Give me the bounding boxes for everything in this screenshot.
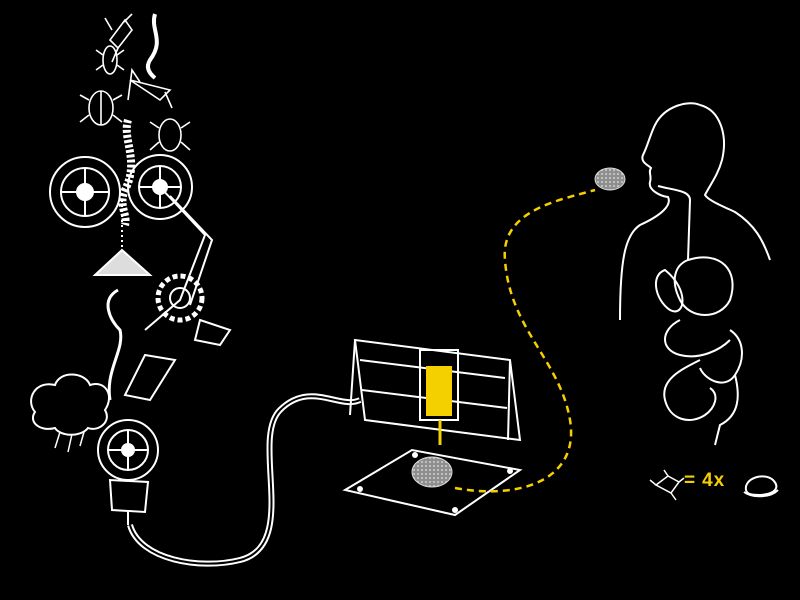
printer-icon bbox=[342, 338, 523, 517]
equation-text: =4x bbox=[684, 470, 725, 492]
bug-icon bbox=[149, 118, 191, 152]
equals-sign: = bbox=[684, 470, 697, 491]
grinder-icon bbox=[49, 154, 232, 525]
food-near-mouth bbox=[594, 167, 626, 191]
multiplier-text: 4x bbox=[702, 470, 726, 491]
delivery-path bbox=[454, 188, 596, 493]
equation-insect-icon bbox=[649, 469, 685, 501]
cloud-icon bbox=[30, 373, 110, 453]
cable bbox=[127, 393, 362, 567]
grasshopper-icon bbox=[127, 67, 173, 109]
beetle-icon bbox=[79, 90, 123, 126]
worm-icon bbox=[145, 13, 159, 80]
cockroach-icon bbox=[95, 45, 125, 75]
larva-icon bbox=[118, 118, 136, 227]
cricket-icon bbox=[104, 13, 133, 63]
insects-group bbox=[79, 13, 191, 227]
food-icon bbox=[411, 456, 453, 488]
equation-food-icon bbox=[743, 475, 779, 498]
human-icon bbox=[619, 102, 771, 446]
